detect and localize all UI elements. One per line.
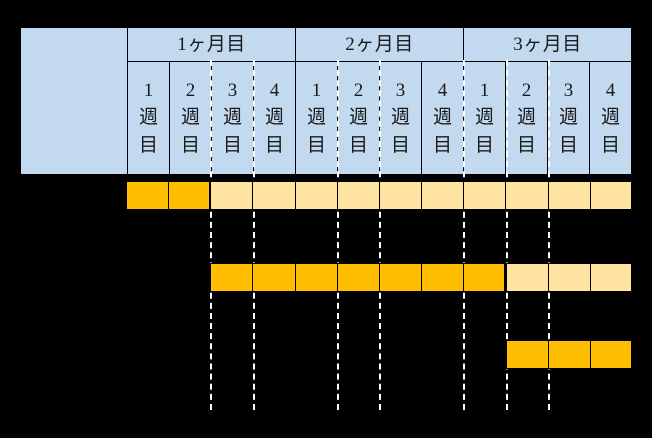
week-header-m3w4: 4 週 目 [589, 61, 632, 175]
week-header-m1w2: 2 週 目 [169, 61, 212, 175]
bar-week-divider [378, 182, 380, 209]
bar-week-divider [421, 264, 423, 291]
gantt-bar-task-3[interactable] [0, 340, 652, 369]
bar-segment-task-1-light[interactable] [210, 181, 632, 210]
month-header-1: 1ヶ月目 [127, 27, 296, 62]
week-suffix-m2w3: 目 [390, 134, 410, 156]
week-num-m3w2: 2 [521, 79, 532, 101]
week-num-m1w3: 3 [227, 79, 238, 101]
week-suffix-m1w1: 目 [138, 134, 158, 156]
week-suffix-m1w2: 目 [180, 134, 200, 156]
week-kanji-m3w4: 週 [600, 107, 620, 129]
week-num-m3w4: 4 [605, 79, 616, 101]
week-header-m3w3: 3 週 目 [547, 61, 590, 175]
week-suffix-m2w2: 目 [348, 134, 368, 156]
bar-segment-task-2-light[interactable] [505, 263, 632, 292]
week-header-m2w2: 2 週 目 [337, 61, 380, 175]
week-kanji-m1w1: 週 [138, 107, 158, 129]
gantt-bar-task-2[interactable] [0, 263, 652, 292]
month-header-row: 1ヶ月目 2ヶ月目 3ヶ月目 [20, 27, 632, 175]
bar-week-divider [421, 182, 423, 209]
bar-week-divider [378, 264, 380, 291]
week-num-m3w1: 1 [479, 79, 490, 101]
week-num-m2w4: 4 [437, 79, 448, 101]
week-header-m3w2: 2 週 目 [505, 61, 548, 175]
week-kanji-m3w1: 週 [474, 107, 494, 129]
week-num-m1w4: 4 [269, 79, 280, 101]
week-header-m3w1: 1 週 目 [463, 61, 506, 175]
bar-week-divider [547, 182, 549, 209]
bar-week-divider [505, 182, 507, 209]
week-header-m1w4: 4 週 目 [253, 61, 296, 175]
header-corner-cell [20, 27, 128, 175]
week-kanji-m2w1: 週 [306, 107, 326, 129]
week-suffix-m2w4: 目 [432, 134, 452, 156]
bar-week-divider [168, 182, 170, 209]
week-kanji-m3w2: 週 [516, 107, 536, 129]
bar-week-divider [589, 264, 591, 291]
bar-week-divider [336, 264, 338, 291]
week-num-m3w3: 3 [563, 79, 574, 101]
week-num-m2w2: 2 [353, 79, 364, 101]
bar-week-divider [547, 264, 549, 291]
week-kanji-m1w2: 週 [180, 107, 200, 129]
bar-week-divider [336, 182, 338, 209]
week-header-m2w3: 3 週 目 [379, 61, 422, 175]
bar-segment-task-3-dark[interactable] [505, 340, 632, 369]
bar-week-divider [294, 264, 296, 291]
week-num-m2w1: 1 [311, 79, 322, 101]
gantt-bar-task-1[interactable] [0, 181, 652, 210]
week-kanji-m2w3: 週 [390, 107, 410, 129]
week-header-m2w4: 4 週 目 [421, 61, 464, 175]
week-header-m1w3: 3 週 目 [211, 61, 254, 175]
week-header-m1w1: 1 週 目 [127, 61, 170, 175]
week-header-row: 1 週 目 2 週 目 3 週 目 4 週 目 1 週 [21, 61, 632, 175]
week-suffix-m3w2: 目 [516, 134, 536, 156]
month-header-2: 2ヶ月目 [295, 27, 464, 62]
bar-segment-task-2-dark[interactable] [210, 263, 506, 292]
week-suffix-m2w1: 目 [306, 134, 326, 156]
bar-week-divider [589, 182, 591, 209]
gantt-header-table: 1ヶ月目 2ヶ月目 3ヶ月目 1 週 目 2 週 目 3 週 目 4 [20, 27, 632, 175]
week-suffix-m1w3: 目 [222, 134, 242, 156]
bar-week-divider [463, 182, 465, 209]
bar-segment-task-1-dark[interactable] [126, 181, 211, 210]
week-num-m1w1: 1 [143, 79, 154, 101]
week-kanji-m2w2: 週 [348, 107, 368, 129]
week-suffix-m3w4: 目 [600, 134, 620, 156]
bar-week-divider [547, 341, 549, 368]
week-suffix-m1w4: 目 [264, 134, 284, 156]
week-kanji-m2w4: 週 [432, 107, 452, 129]
bar-week-divider [252, 264, 254, 291]
month-header-3: 3ヶ月目 [463, 27, 632, 62]
week-header-m2w1: 1 週 目 [295, 61, 338, 175]
bar-week-divider [294, 182, 296, 209]
week-kanji-m1w3: 週 [222, 107, 242, 129]
week-suffix-m3w3: 目 [558, 134, 578, 156]
week-num-m1w2: 2 [185, 79, 196, 101]
week-suffix-m3w1: 目 [474, 134, 494, 156]
week-kanji-m3w3: 週 [558, 107, 578, 129]
week-num-m2w3: 3 [395, 79, 406, 101]
bar-week-divider [589, 341, 591, 368]
bar-week-divider [463, 264, 465, 291]
bar-week-divider [252, 182, 254, 209]
week-kanji-m1w4: 週 [264, 107, 284, 129]
